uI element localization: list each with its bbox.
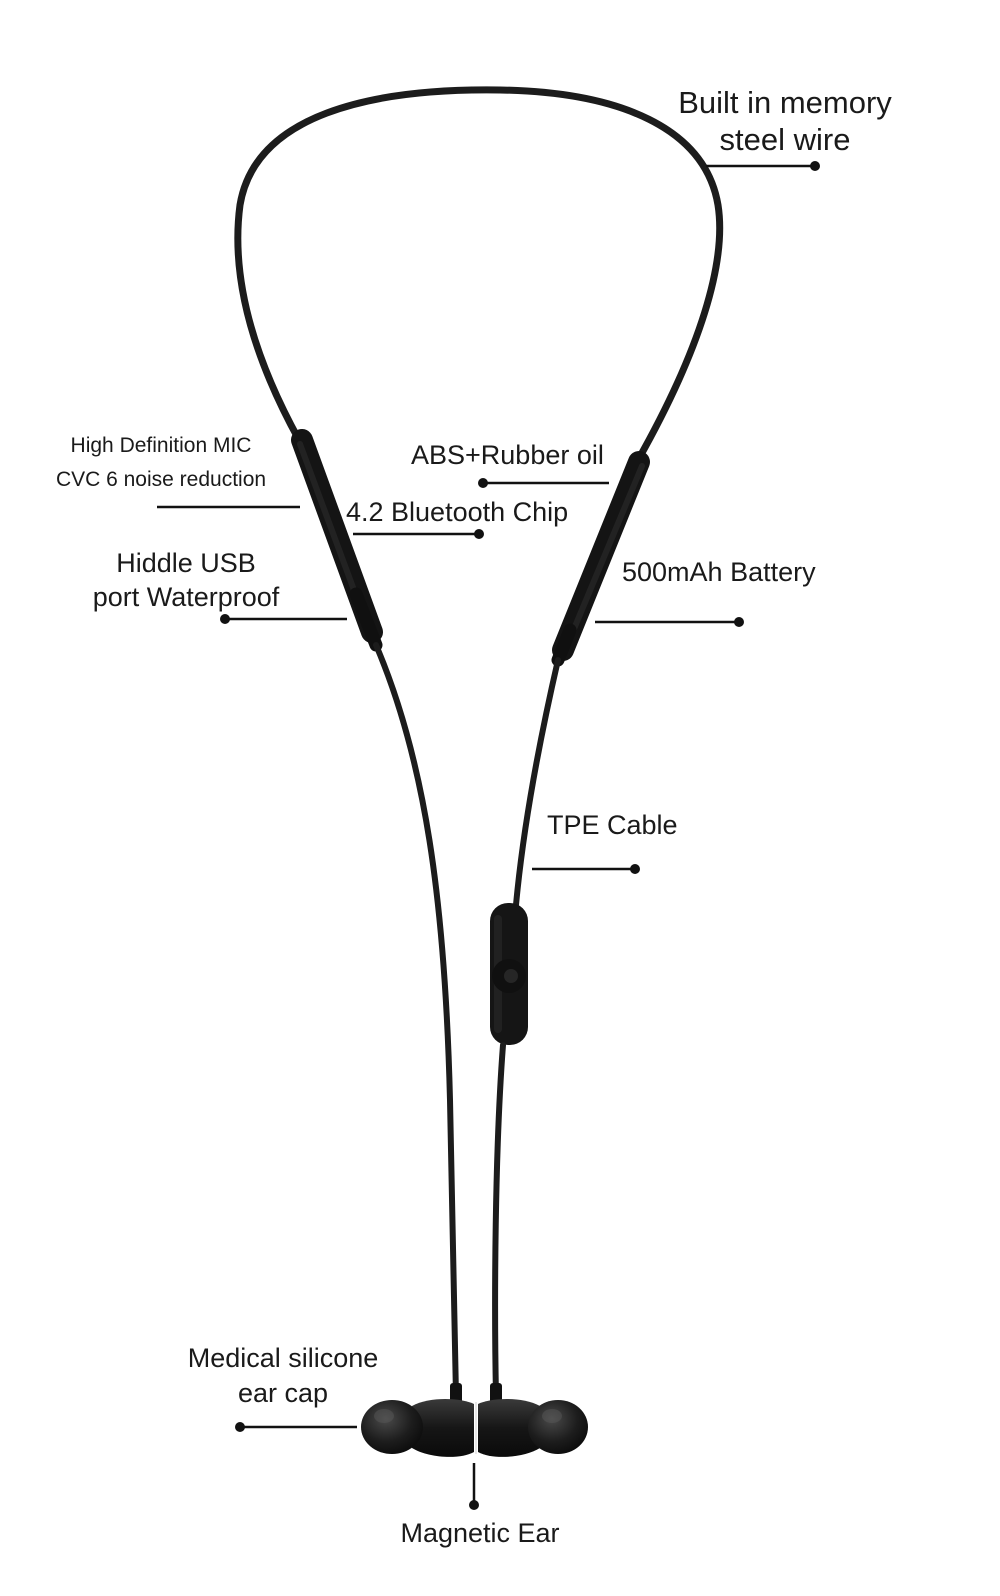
label-usb: Hiddle USB port Waterproof <box>66 546 306 614</box>
leader-dot-memory-wire <box>810 161 820 171</box>
leader-dot-usb <box>220 614 230 624</box>
leader-dot-ear-cap <box>235 1422 245 1432</box>
label-memory-wire-line2: steel wire <box>719 122 851 158</box>
label-memory-wire-line1: Built in memory <box>678 85 892 120</box>
label-battery: 500mAh Battery <box>622 557 816 587</box>
label-ear-cap: Medical silicone ear cap <box>160 1341 406 1411</box>
label-memory-wire: Built in memory steel wire <box>650 84 920 158</box>
leader-dot-battery <box>734 617 744 627</box>
label-usb-line1: Hiddle USB <box>116 548 256 578</box>
label-mic-line1: High Definition MIC <box>70 434 252 457</box>
right-earbud <box>478 1383 588 1457</box>
label-ear-cap-line2: ear cap <box>237 1378 329 1408</box>
memory-steel-wire <box>234 86 724 464</box>
right-battery-module <box>551 451 650 667</box>
label-tpe: TPE Cable <box>547 810 678 840</box>
leader-dot-magnetic <box>469 1500 479 1510</box>
leader-lines <box>157 161 820 1510</box>
label-magnetic: Magnetic Ear <box>400 1518 560 1548</box>
label-mic: High Definition MIC CVC 6 noise reductio… <box>30 429 292 497</box>
right-tpe-cable <box>513 657 561 908</box>
right-silicone-ear-cap <box>528 1400 588 1454</box>
left-control-module <box>291 429 383 652</box>
left-silicone-ear-cap <box>361 1400 423 1454</box>
label-mic-line2: CVC 6 noise reduction <box>55 468 267 491</box>
inline-remote <box>490 903 528 1045</box>
left-earbud <box>361 1383 474 1457</box>
left-tpe-cable <box>373 642 459 1399</box>
label-abs: ABS+Rubber oil <box>411 440 604 470</box>
label-bluetooth: 4.2 Bluetooth Chip <box>346 497 569 527</box>
leader-dot-bluetooth <box>474 529 484 539</box>
leader-dot-abs <box>478 478 488 488</box>
label-usb-line2: port Waterproof <box>92 582 280 612</box>
leader-dot-tpe <box>630 864 640 874</box>
label-ear-cap-line1: Medical silicone <box>187 1343 379 1373</box>
right-lower-cable <box>492 1042 506 1399</box>
